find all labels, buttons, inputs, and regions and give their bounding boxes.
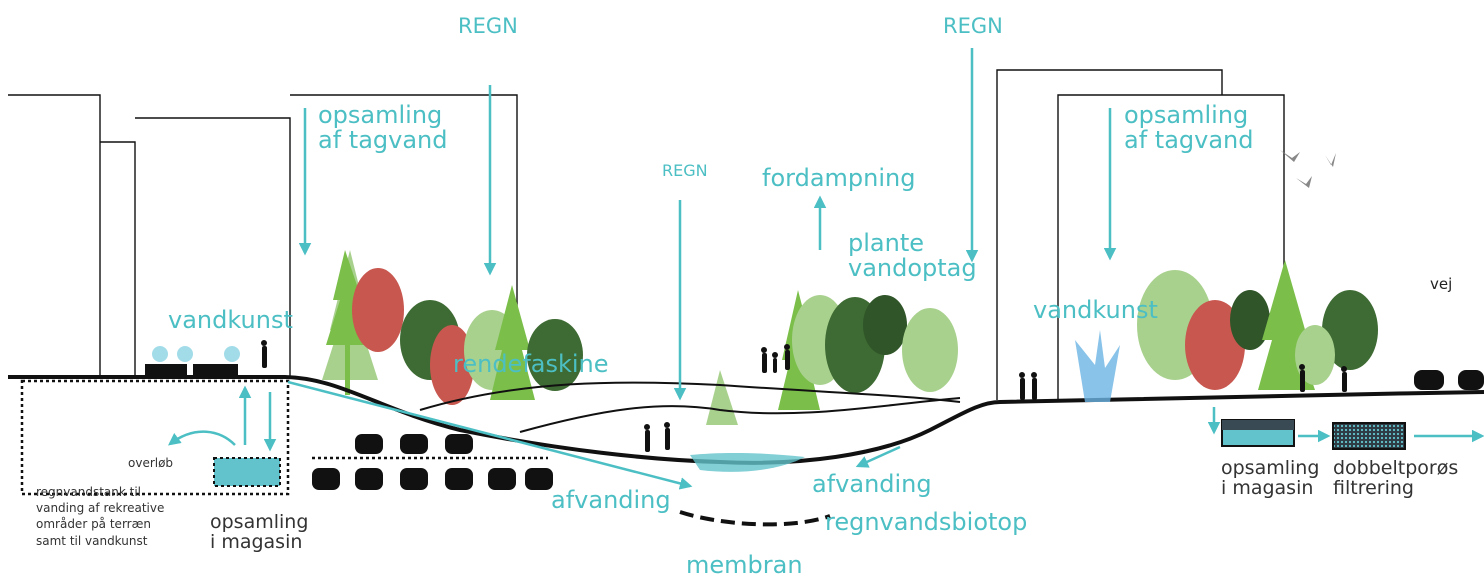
tree-conifer-light: [706, 370, 738, 425]
overloeb-label: overløb: [128, 456, 174, 470]
afvanding-arrow-right: [855, 445, 901, 468]
filter-box: [1332, 422, 1406, 450]
tree-light: [902, 308, 958, 392]
membran-label: membran: [686, 551, 803, 579]
building-left-mid: [135, 117, 291, 377]
regnvandstank-label: regnvandstank til vanding af rekreative …: [36, 485, 165, 548]
afvanding-right-label: afvanding: [812, 470, 932, 498]
road-cars: [1414, 370, 1484, 390]
tree-red: [1185, 300, 1245, 390]
ground-line: [8, 375, 1484, 465]
fordampning-label: fordampning: [762, 164, 916, 192]
afvanding-arrow-left: [287, 380, 693, 490]
underground-tank: [20, 379, 290, 496]
parking: [312, 434, 553, 490]
people: [261, 340, 1347, 452]
trees: [322, 250, 1378, 425]
tree-dark: [527, 319, 583, 391]
plante-vandoptag-label: plante vandoptag: [848, 229, 977, 283]
buildings: [8, 69, 1285, 400]
building-left-tall: [290, 94, 518, 330]
rendefaskine-label: rendefaskine: [453, 350, 609, 378]
magasin-left: [213, 457, 281, 487]
magasin-right-top: [1222, 420, 1294, 430]
flow-arrows: [168, 48, 1484, 490]
building-right-front: [1057, 94, 1285, 400]
upper-path: [419, 381, 961, 411]
regn-label-1: REGN: [458, 14, 518, 38]
tree-dark: [1230, 290, 1270, 350]
tree-red: [352, 268, 404, 352]
vandkunst-left-label: vandkunst: [168, 306, 293, 334]
biotope-water: [690, 452, 805, 472]
lower-path: [519, 397, 961, 433]
tree-dark: [1322, 290, 1378, 370]
tree-light: [1295, 325, 1335, 385]
afvanding-left-label: afvanding: [551, 486, 671, 514]
opsamling-magasin-right-label: opsamling i magasin: [1221, 457, 1320, 499]
birds: [1280, 150, 1336, 188]
terrain: [8, 375, 1484, 465]
tree-conifer-green: [490, 285, 535, 400]
vandkunst-right-label: vandkunst: [1033, 296, 1158, 324]
tree-dark: [863, 295, 907, 355]
overloeb-arrow: [168, 430, 236, 446]
regn-label-3: REGN: [943, 14, 1003, 38]
vandkunst-left-structure: [145, 346, 240, 376]
dobbeltporoes-filtrering-label: dobbeltporøs filtrering: [1333, 457, 1459, 499]
regn-label-2: REGN: [662, 161, 708, 180]
opsamling-magasin-left-label: opsamling i magasin: [210, 511, 309, 553]
regnvandsbiotop-label: regnvandsbiotop: [825, 508, 1028, 536]
building-left-low: [100, 141, 136, 377]
opsamling-tagvand-right-label: opsamling af tagvand: [1124, 101, 1254, 155]
tree-red: [430, 325, 474, 405]
building-far-left: [8, 94, 101, 377]
membrane-line: [679, 510, 831, 527]
vej-label: vej: [1430, 275, 1453, 293]
opsamling-tagvand-left-label: opsamling af tagvand: [318, 101, 448, 155]
vandkunst-right-fountain: [1075, 330, 1120, 402]
building-right-back: [996, 69, 1223, 400]
tree-conifer-green: [326, 250, 368, 395]
